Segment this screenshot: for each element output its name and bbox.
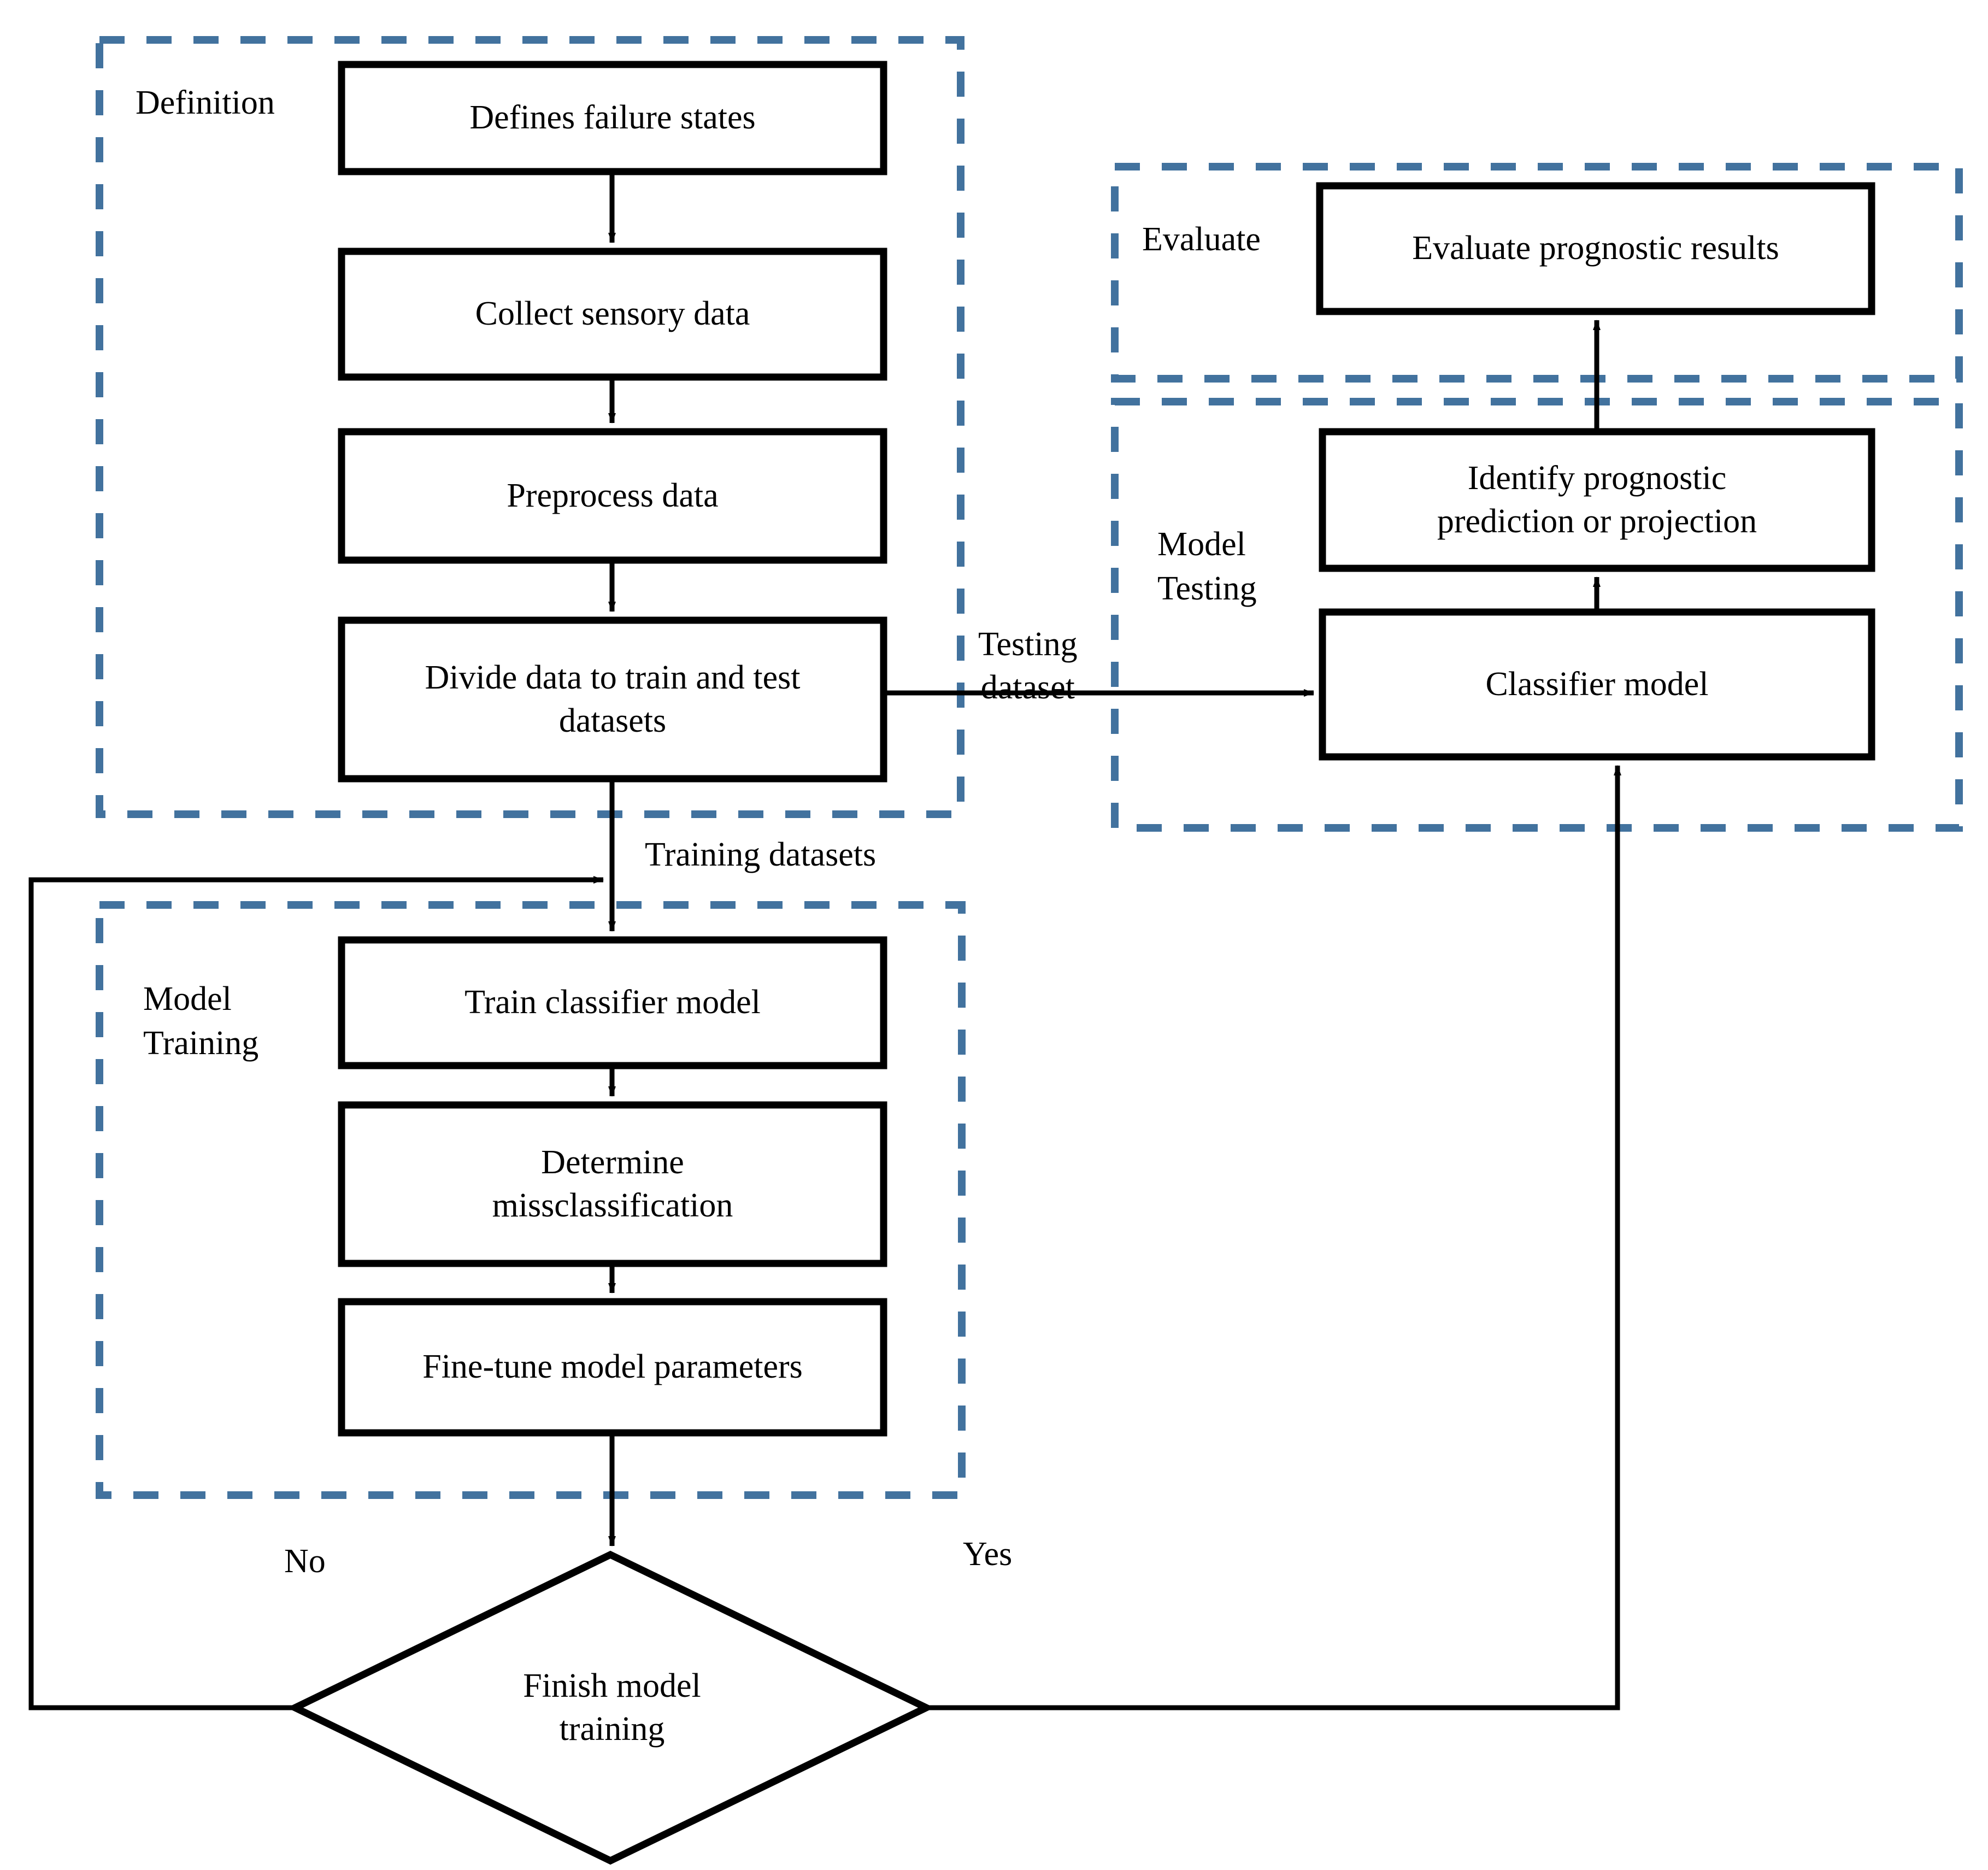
node-shape-collect-sensory-data[interactable] bbox=[338, 248, 887, 381]
edge-label-testing-dataset: Testing dataset bbox=[978, 626, 1078, 707]
group-box-model-testing bbox=[1111, 398, 1963, 832]
edge-label-no: No bbox=[284, 1543, 326, 1580]
group-box-model-training bbox=[96, 901, 966, 1499]
edge-label-training-datasets: Training datasets bbox=[645, 836, 877, 873]
node-shape-determine-missclassification[interactable] bbox=[338, 1101, 887, 1267]
node-shape-divide-data[interactable] bbox=[338, 616, 887, 783]
edge-label-yes: Yes bbox=[963, 1536, 1013, 1573]
group-label-definition: Definition bbox=[136, 84, 275, 121]
connector-finish-yes-to-classifier bbox=[926, 765, 1621, 1710]
group-label-model-training: Model Training bbox=[143, 980, 259, 1062]
group-label-model-testing: Model Testing bbox=[1157, 526, 1257, 607]
node-shape-train-classifier-model[interactable] bbox=[338, 936, 887, 1069]
group-label-evaluate: Evaluate bbox=[1142, 221, 1261, 258]
node-shape-fine-tune-model-parameters[interactable] bbox=[338, 1298, 887, 1437]
node-shape-classifier-model[interactable] bbox=[1319, 608, 1875, 761]
connector-finish-no-loop bbox=[28, 876, 604, 1710]
node-shape-identify-prognostic-prediction[interactable] bbox=[1319, 428, 1875, 572]
node-shape-defines-failure-states[interactable] bbox=[338, 61, 887, 175]
node-shape-preprocess-data[interactable] bbox=[338, 428, 887, 564]
group-box-definition bbox=[96, 36, 964, 818]
group-box-evaluate bbox=[1111, 163, 1963, 383]
node-shape-evaluate-prognostic-results[interactable] bbox=[1316, 182, 1875, 315]
node-shape-finish-model-training[interactable] bbox=[287, 1550, 934, 1865]
